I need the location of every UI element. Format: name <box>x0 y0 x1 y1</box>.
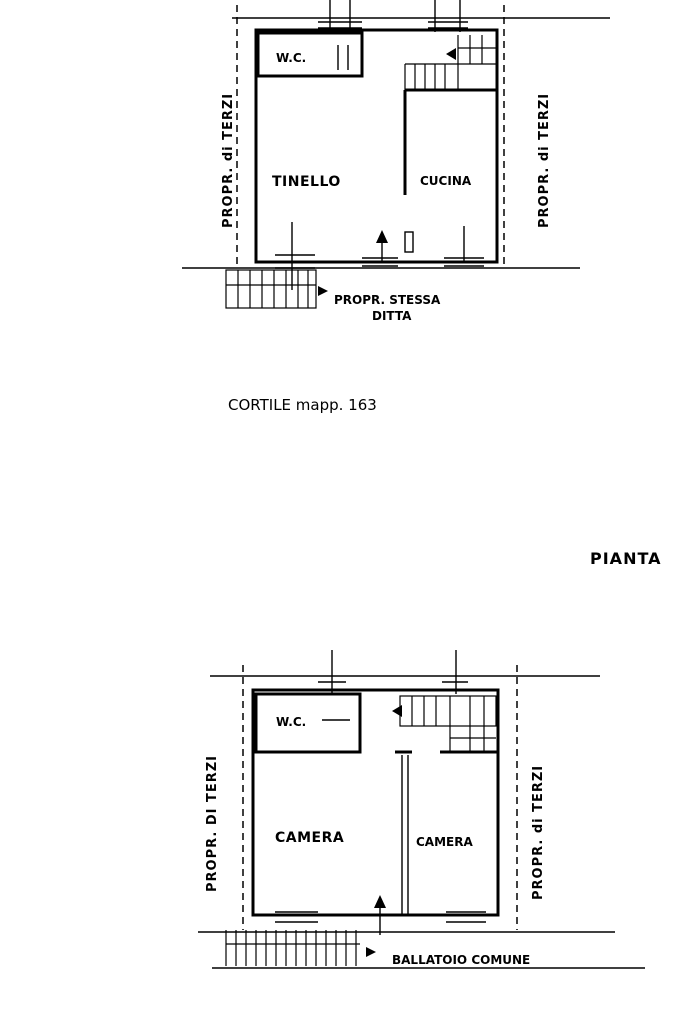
kitchen-pillar <box>404 231 414 253</box>
ground-left-property-label: PROPR. di TERZI <box>221 93 236 228</box>
first-wc-label: W.C. <box>276 715 306 729</box>
prop-same-label-line2: DITTA <box>372 309 412 323</box>
ballatoio-arrow-icon <box>366 947 376 957</box>
ground-external-stair <box>225 269 317 309</box>
ballatoio-label: BALLATOIO COMUNE <box>392 953 530 967</box>
pianta-title: PIANTA <box>590 549 662 568</box>
stair-arrow-icon <box>446 48 456 60</box>
first-top-window-right <box>442 650 468 694</box>
first-wc-walls <box>254 692 362 754</box>
prop-same-label-line1: PROPR. STESSA <box>334 293 441 307</box>
camera-left-label: CAMERA <box>275 830 344 846</box>
ground-right-property-label: PROPR. di TERZI <box>537 93 552 228</box>
ground-floor-plan: W.C. TINELLO CUCINA PROPR. di TERZI PROP… <box>182 0 610 323</box>
top-window-left <box>318 0 362 32</box>
first-right-property-label: PROPR. di TERZI <box>531 765 546 900</box>
ground-wc-walls <box>256 31 364 78</box>
tinello-label: TINELLO <box>272 174 341 190</box>
cucina-label: CUCINA <box>420 174 472 188</box>
first-stair-arrow-icon <box>392 705 402 717</box>
top-window-right <box>428 0 468 32</box>
bottom-window-left <box>275 222 315 290</box>
cortile-caption: CORTILE mapp. 163 <box>228 396 377 414</box>
first-entrance-arrow-icon <box>374 895 386 908</box>
first-bottom-window-right <box>446 911 486 923</box>
first-bottom-window-left <box>275 911 318 923</box>
first-floor-plan: W.C. CAMERA CAMERA PROPR. DI TERZI PROPR… <box>198 650 645 969</box>
external-stair-arrow-icon <box>318 286 328 296</box>
ground-floor-outer-walls <box>254 28 499 264</box>
first-internal-stair <box>399 695 498 754</box>
bottom-window-right <box>444 226 484 267</box>
ground-internal-stair <box>404 35 497 90</box>
entrance-door <box>362 257 398 267</box>
first-floor-outer-walls <box>251 688 500 917</box>
ballatoio-railing <box>225 930 360 966</box>
first-top-window-left <box>318 650 346 694</box>
ground-wc-label: W.C. <box>276 51 306 65</box>
camera-right-label: CAMERA <box>416 835 473 849</box>
first-left-property-label: PROPR. DI TERZI <box>205 755 220 892</box>
entrance-arrow-icon <box>376 230 388 243</box>
